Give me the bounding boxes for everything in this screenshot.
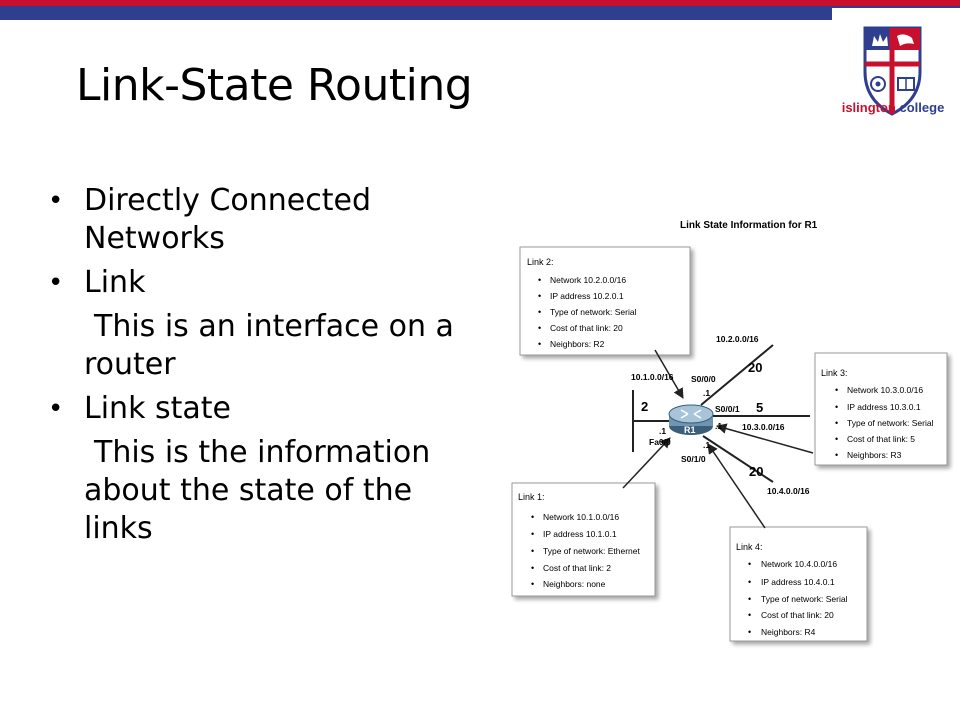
link-3-line: IP address 10.3.0.1 xyxy=(847,402,921,412)
arrow-link-3 xyxy=(715,423,814,454)
link-3-box: Link 3: • Network 10.3.0.0/16 • IP address… xyxy=(814,352,948,466)
bullet-item: • Link xyxy=(48,264,488,302)
link-1-box: Link 1: • Network 10.1.0.0/16 • IP address… xyxy=(511,482,656,597)
link-2-line: IP address 10.2.0.1 xyxy=(550,291,624,301)
list-bullet: • xyxy=(835,450,838,460)
bullet-subtext-text: This is an interface on a router xyxy=(84,309,454,382)
link-2-line: Cost of that link: 20 xyxy=(550,323,623,333)
host-label-2: .1 xyxy=(703,388,710,398)
link-4-line: IP address 10.4.0.1 xyxy=(761,577,835,587)
link-1-line: IP address 10.1.0.1 xyxy=(543,529,617,539)
list-bullet: • xyxy=(531,512,534,522)
slide-title: Link-State Routing xyxy=(76,60,473,111)
list-bullet: • xyxy=(538,307,541,317)
cost-label-3: 5 xyxy=(756,400,763,415)
bullet-icon: • xyxy=(48,268,64,298)
bullet-subtext: This is the information about the state … xyxy=(48,434,488,548)
cost-label-4: 20 xyxy=(749,464,763,479)
list-bullet: • xyxy=(538,291,541,301)
top-bar xyxy=(0,0,960,22)
list-bullet: • xyxy=(748,627,751,637)
bullet-item: • Link state xyxy=(48,390,488,428)
list-bullet: • xyxy=(538,339,541,349)
link-state-diagram: Link State Information for R1 Link 2: • N… xyxy=(511,220,948,642)
network-label-3: 10.3.0.0/16 xyxy=(742,422,785,432)
link-1-line: Cost of that link: 2 xyxy=(543,563,611,573)
top-bar-red xyxy=(0,0,960,6)
cost-label-1: 2 xyxy=(641,399,648,414)
link-4-box: Link 4: • Network 10.4.0.0/16 • IP address… xyxy=(729,526,868,642)
host-label-4: .1 xyxy=(703,440,710,450)
top-bar-blue xyxy=(0,6,960,20)
list-bullet: • xyxy=(748,559,751,569)
wordmark-first: islington xyxy=(841,100,896,115)
link-2-heading: Link 2: xyxy=(527,257,554,267)
link-2-line: Type of network: Serial xyxy=(550,307,637,317)
link-1-heading: Link 1: xyxy=(518,492,545,502)
list-bullet: • xyxy=(835,402,838,412)
network-label-2: 10.2.0.0/16 xyxy=(716,334,759,344)
list-bullet: • xyxy=(835,434,838,444)
list-bullet: • xyxy=(835,385,838,395)
link-1-line: Neighbors: none xyxy=(543,579,606,589)
diagram-title: Link State Information for R1 xyxy=(680,220,818,231)
bullet-label: Link state xyxy=(84,391,231,426)
list-bullet: • xyxy=(748,610,751,620)
bullet-icon: • xyxy=(48,186,64,216)
link-2-line: Neighbors: R2 xyxy=(550,339,605,349)
router-label: R1 xyxy=(684,425,696,435)
link-3-line: Network 10.3.0.0/16 xyxy=(847,385,923,395)
link-3-heading: Link 3: xyxy=(821,368,848,378)
link-3-line: Cost of that link: 5 xyxy=(847,434,915,444)
interface-label-s010: S0/1/0 xyxy=(681,454,706,464)
link-1-line: Network 10.1.0.0/16 xyxy=(543,512,619,522)
arrow-link-4 xyxy=(707,443,766,529)
router-icon: R1 xyxy=(668,404,714,435)
bullet-icon: • xyxy=(48,394,64,424)
list-bullet: • xyxy=(531,563,534,573)
college-wordmark: islington college xyxy=(826,100,960,115)
bullet-item: • Directly Connected Networks xyxy=(48,182,488,258)
link-2-line: Network 10.2.0.0/16 xyxy=(550,275,626,285)
list-bullet: • xyxy=(835,418,838,428)
interface-label-fa00: Fa0/0 xyxy=(649,437,671,447)
list-bullet: • xyxy=(538,275,541,285)
link-4-line: Network 10.4.0.0/16 xyxy=(761,559,837,569)
network-label-4: 10.4.0.0/16 xyxy=(767,486,810,496)
link-4-line: Cost of that link: 20 xyxy=(761,610,834,620)
list-bullet: • xyxy=(538,323,541,333)
bullet-label: Directly Connected Networks xyxy=(84,183,371,256)
bullet-subtext: This is an interface on a router xyxy=(48,308,488,384)
list-bullet: • xyxy=(531,546,534,556)
link-4-heading: Link 4: xyxy=(736,542,763,552)
list-bullet: • xyxy=(748,594,751,604)
bullet-list: • Directly Connected Networks • Link Thi… xyxy=(48,182,488,554)
list-bullet: • xyxy=(748,577,751,587)
network-label-1: 10.1.0.0/16 xyxy=(631,372,674,382)
arrow-link-1 xyxy=(622,437,671,489)
link-1-line: Type of network: Ethernet xyxy=(543,546,640,556)
top-bar-gap xyxy=(832,8,960,22)
bullet-subtext-text: This is the information about the state … xyxy=(84,435,431,546)
host-label-1a: .1 xyxy=(659,426,666,436)
link-3-line: Neighbors: R3 xyxy=(847,450,902,460)
serial-link-2 xyxy=(700,344,774,406)
list-bullet: • xyxy=(531,529,534,539)
link-4-line: Type of network: Serial xyxy=(761,594,848,604)
host-label-3: .1 xyxy=(715,421,722,431)
wordmark-second: college xyxy=(899,100,945,115)
link-4-line: Neighbors: R4 xyxy=(761,627,816,637)
college-crest-icon xyxy=(863,26,922,116)
interface-label-s001: S0/0/1 xyxy=(715,404,740,414)
link-2-box: Link 2: • Network 10.2.0.0/16 • IP address… xyxy=(519,246,691,356)
link-3-line: Type of network: Serial xyxy=(847,418,934,428)
cost-label-2: 20 xyxy=(748,360,762,375)
list-bullet: • xyxy=(531,579,534,589)
arrow-link-2 xyxy=(654,349,684,399)
interface-label-s000: S0/0/0 xyxy=(691,374,716,384)
bullet-label: Link xyxy=(84,265,146,300)
